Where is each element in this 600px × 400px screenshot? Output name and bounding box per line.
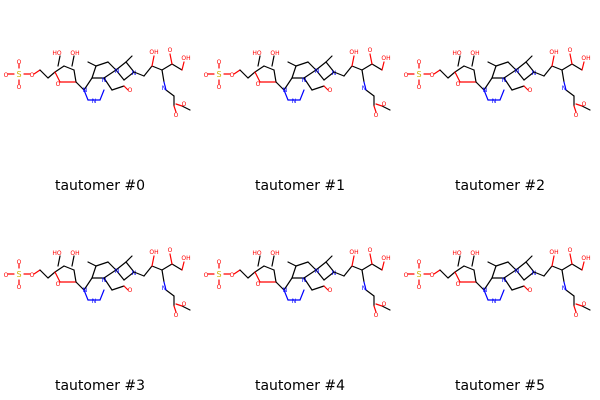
tautomer-label-5: tautomer #5 bbox=[454, 378, 546, 394]
tautomer-label-1: tautomer #1 bbox=[254, 178, 346, 194]
molecule-drawing-5 bbox=[403, 246, 592, 320]
tautomer-cell-4: tautomer #4 bbox=[200, 200, 400, 400]
molecule-drawing-3 bbox=[3, 246, 192, 320]
tautomer-label-4: tautomer #4 bbox=[254, 378, 346, 394]
molecule-drawing-4 bbox=[203, 246, 392, 320]
tautomer-label-0: tautomer #0 bbox=[54, 178, 146, 194]
molecule-drawing-2 bbox=[403, 46, 592, 120]
tautomer-cell-3: tautomer #3 bbox=[0, 200, 200, 400]
tautomer-label-2: tautomer #2 bbox=[454, 178, 546, 194]
tautomer-cell-5: tautomer #5 bbox=[400, 200, 600, 400]
molecule-drawing-0 bbox=[3, 46, 192, 120]
tautomer-label-3: tautomer #3 bbox=[54, 378, 146, 394]
tautomer-cell-2: tautomer #2 bbox=[400, 0, 600, 200]
tautomer-cell-0: tautomer #0 bbox=[0, 0, 200, 200]
tautomer-cell-1: tautomer #1 bbox=[200, 0, 400, 200]
molecule-drawing-1 bbox=[203, 46, 392, 120]
